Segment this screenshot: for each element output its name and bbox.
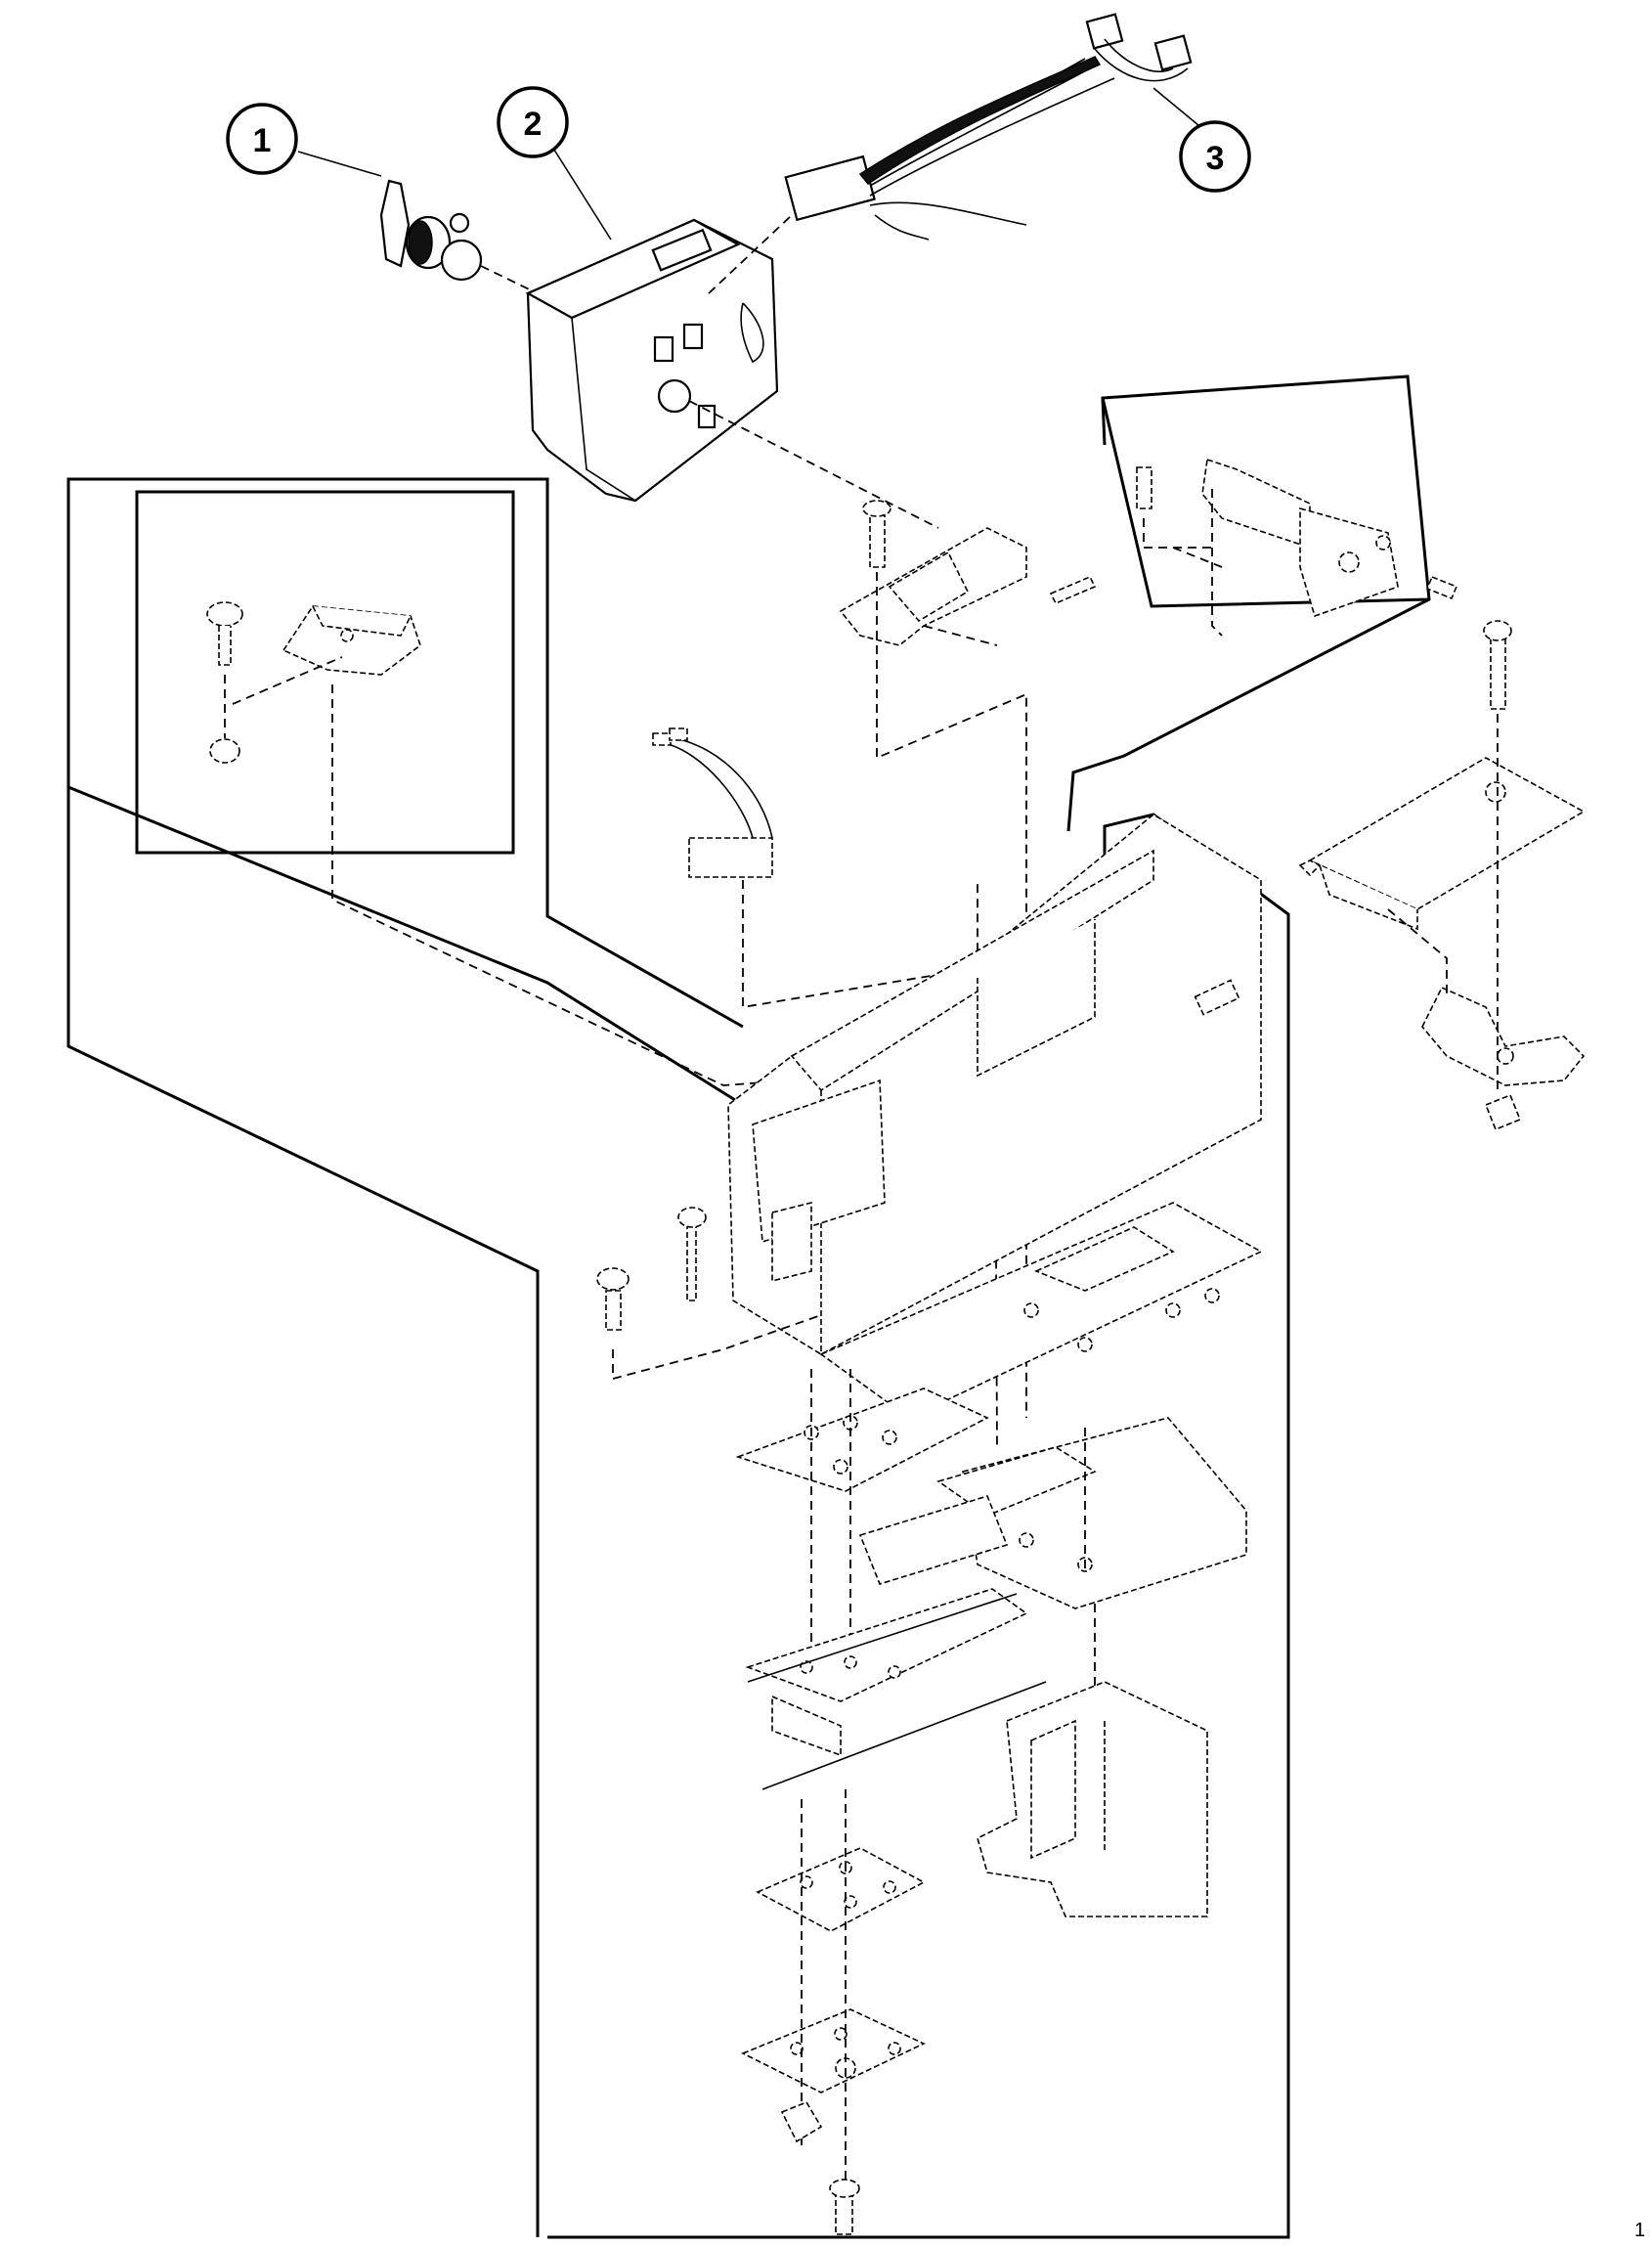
lower-tray-edge: [747, 1593, 1018, 1683]
part-2-dash-line: [688, 400, 939, 529]
left-panel-outline: [66, 479, 540, 2237]
right-switch-module: [1298, 757, 1586, 931]
middle-bolt: [1049, 575, 1097, 605]
part-3-dash-line: [708, 214, 793, 294]
right-upper-dash: [1143, 489, 1223, 637]
inset-detail-box: [135, 490, 515, 855]
callout-1-number: 1: [253, 122, 272, 159]
bottom-screw-head: [829, 2179, 860, 2198]
lower-nut: [780, 2101, 823, 2143]
right-upper-bracket: [1201, 458, 1399, 618]
lower-tray: [745, 1588, 1028, 1757]
right-switch-dash: [1387, 714, 1499, 1095]
middle-screw: [869, 507, 886, 568]
mid-plate: [735, 1388, 989, 1492]
callout-2-number: 2: [524, 106, 543, 143]
mid-dash-lines: [810, 1369, 1096, 1750]
right-bolt-head: [1483, 620, 1512, 641]
support-frame: [858, 1417, 1247, 1609]
callout-3: 3: [1179, 120, 1251, 193]
lower-plate-2: [741, 2008, 926, 2093]
wiring-lead: [652, 727, 773, 878]
inset-switch: [282, 605, 421, 676]
inset-screw-head: [206, 601, 243, 627]
housing-nut-left: [677, 1207, 707, 1228]
callout-2-leader: [551, 146, 612, 241]
middle-switch-bracket: [839, 527, 1027, 646]
right-lower-bracket: [1421, 986, 1586, 1086]
housing-screw-front-head: [596, 1267, 630, 1291]
callout-1-leader: [297, 151, 382, 177]
part-3-wire-harness: [784, 13, 1193, 241]
right-upper-screw: [1136, 466, 1152, 509]
lower-assembly-outline: [66, 477, 1290, 2239]
callout-2: 2: [497, 86, 569, 158]
housing-screw-left: [686, 1221, 697, 1301]
right-lower-nut: [1484, 1093, 1522, 1131]
base-plate: [819, 1202, 1263, 1419]
lower-support-block: [977, 1681, 1208, 1917]
callout-1: 1: [226, 103, 298, 175]
inset-screw-body: [218, 626, 232, 666]
lower-dash-lines: [801, 1789, 847, 2210]
page-mark: 1: [1634, 2220, 1646, 2241]
lower-tray-edge-2: [761, 1681, 1047, 1790]
part-1-cam-motor: [379, 179, 483, 282]
right-upper-bolt: [1425, 575, 1458, 600]
callout-3-number: 3: [1206, 140, 1225, 177]
inset-nut: [209, 738, 240, 764]
middle-screw-head: [862, 500, 891, 517]
lower-plate-1: [756, 1847, 926, 1932]
central-housing: [727, 814, 1262, 1355]
right-bolt: [1490, 635, 1506, 710]
callout-3-leader: [1152, 87, 1205, 131]
wiring-dash: [742, 880, 978, 1009]
housing-dash-front: [612, 1314, 822, 1381]
part-2-timer-block: [525, 218, 779, 503]
housing-screw-front: [605, 1290, 622, 1331]
